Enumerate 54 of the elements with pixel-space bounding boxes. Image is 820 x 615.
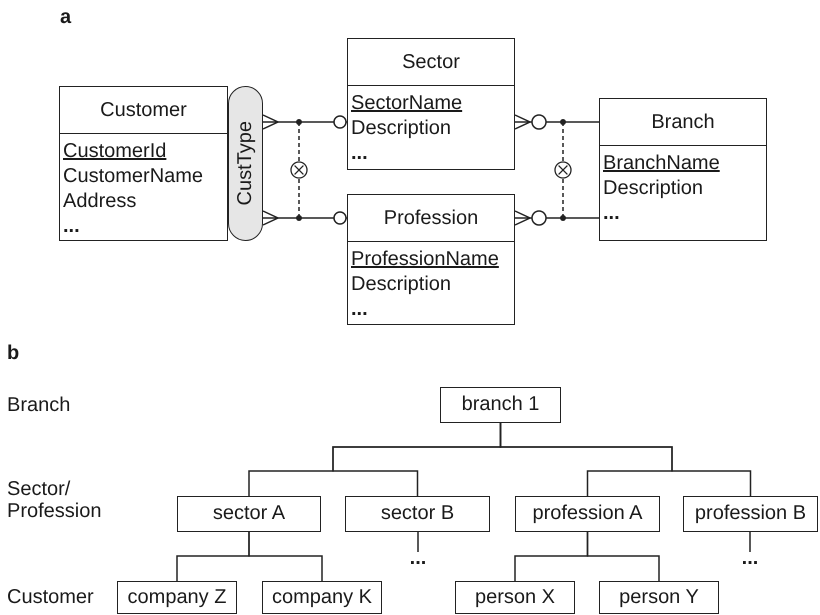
attribute-text: Description [350,116,452,141]
attribute-text: Description [350,272,452,297]
entity-box [599,98,767,241]
attribute-text: Description [602,176,704,201]
instance-box: person Y [599,581,719,614]
entity-name: Sector [348,39,514,86]
entity-name: Branch [600,99,766,146]
exclusive-or-symbol [554,161,572,179]
relationship-line [262,114,347,130]
attribute-text: ... [602,201,620,226]
level-label: Branch [7,394,72,416]
entity-box [59,86,228,241]
level-label: Customer [7,586,95,608]
instance-box: company K [262,581,382,614]
connector-line [416,531,419,552]
instance-box: profession B [683,496,818,532]
panel-label: a [60,6,72,28]
relationship-name: CustType [233,121,257,206]
instance-box: person X [455,581,575,614]
ellipsis-text: ... [740,552,760,566]
constraint-line [296,119,302,161]
attribute-text: ... [350,141,368,166]
connector-line [248,532,323,581]
exclusive-or-symbol [290,161,308,179]
ellipsis-text: ... [408,552,428,566]
entity-name: Customer [60,87,227,134]
constraint-line [560,179,566,221]
attribute-text: CustomerName [62,164,204,189]
entity-name: Profession [348,195,514,242]
instance-box: sector B [345,496,490,532]
instance-box: company Z [117,581,237,614]
key-attribute: BranchName [602,151,720,176]
constraint-line [296,179,302,221]
panel-label: b [7,342,20,364]
instance-box: sector A [177,496,321,532]
connector-line [586,532,660,581]
attribute-text: Address [62,189,136,214]
key-attribute: CustomerId [62,139,166,164]
attribute-text: ... [350,297,368,322]
relationship-pill [228,86,263,241]
entity-box [347,38,515,170]
entity-box [347,194,515,325]
constraint-line [560,119,566,161]
connector-line [500,423,752,496]
connector-line [749,531,752,552]
key-attribute: ProfessionName [350,247,499,272]
instance-box: branch 1 [440,387,561,423]
relationship-line [514,210,599,226]
key-attribute: SectorName [350,91,462,116]
relationship-line [262,210,347,226]
relationship-line [514,114,599,130]
attribute-text: ... [62,214,80,239]
instance-box: profession A [515,496,660,532]
level-label: Sector/ Profession [7,478,102,522]
